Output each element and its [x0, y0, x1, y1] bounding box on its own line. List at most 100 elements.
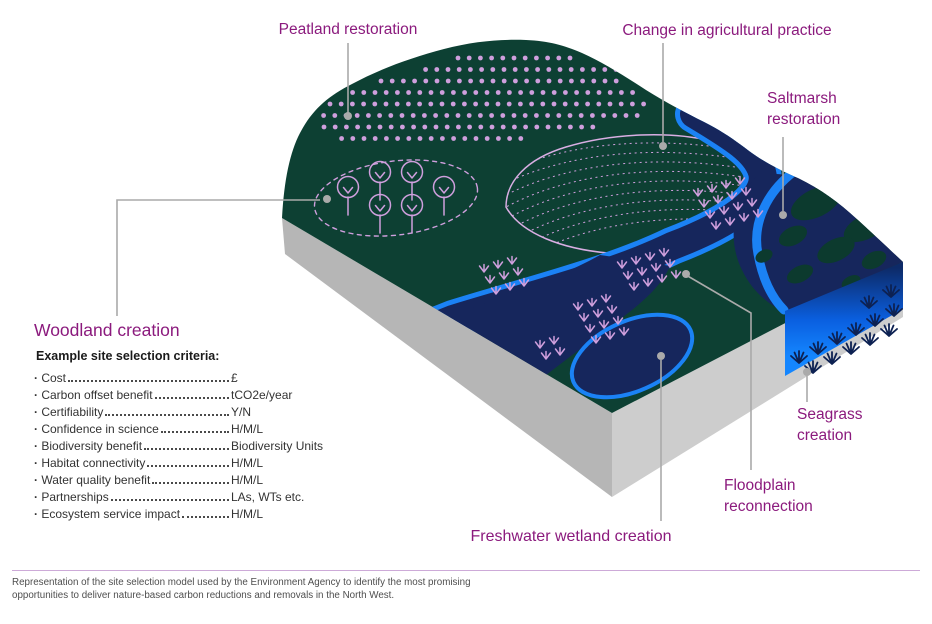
peat-dot-icon: [468, 78, 473, 84]
footer-caption: Representation of the site selection mod…: [12, 577, 471, 601]
peat-dot-icon: [462, 136, 468, 141]
leader-dot-icon: [323, 195, 331, 203]
sea-face: [785, 262, 903, 376]
peat-dot-icon: [473, 90, 479, 95]
peat-dot-icon: [478, 124, 484, 130]
peat-dot-icon: [607, 90, 613, 95]
peat-dot-icon: [372, 136, 378, 141]
peat-dot-icon: [378, 78, 384, 84]
leader-lines: [116, 43, 811, 521]
peat-dot-icon: [618, 101, 624, 107]
criteria-value: H/M/L: [231, 507, 264, 521]
peat-dot-icon: [366, 113, 371, 118]
criteria-label: Certifiability: [34, 405, 103, 419]
peat-dot-icon: [513, 78, 518, 84]
peat-dot-icon: [350, 136, 356, 141]
peat-dot-icon: [455, 113, 461, 118]
label-floodplain-reconnection: Floodplain reconnection: [724, 477, 813, 515]
peat-dot-icon: [496, 136, 501, 141]
label-change-in-agricultural-practice: Change in agricultural practice: [622, 22, 832, 39]
peat-dot-icon: [619, 90, 624, 95]
peat-dot-icon: [613, 67, 619, 72]
peat-dot-icon: [630, 101, 635, 107]
peat-dot-icon: [439, 101, 445, 107]
peat-dot-icon: [580, 67, 585, 72]
peat-dot-icon: [400, 124, 405, 130]
peat-dot-icon: [591, 78, 597, 84]
label-peatland-restoration: Peatland restoration: [278, 21, 418, 38]
criteria-label: Water quality benefit: [34, 473, 150, 487]
leader-dot-icon: [779, 211, 787, 219]
peat-dot-icon: [607, 101, 613, 107]
peat-dot-icon: [439, 90, 445, 95]
block-left-face: [282, 218, 612, 497]
peat-dot-icon: [518, 136, 524, 141]
peat-dot-icon: [406, 101, 411, 107]
peat-dot-icon: [540, 101, 546, 107]
peat-dot-icon: [641, 101, 646, 107]
peat-dot-icon: [567, 55, 573, 61]
peat-dot-icon: [321, 124, 327, 130]
peat-dot-icon: [563, 90, 568, 95]
peat-dot-icon: [540, 90, 546, 95]
peat-dot-icon: [332, 124, 338, 130]
peat-dot-icon: [321, 113, 326, 118]
peat-dot-icon: [389, 78, 395, 84]
peat-dot-icon: [417, 136, 423, 141]
woodland-area: [313, 159, 479, 237]
peat-dot-icon: [388, 113, 394, 118]
peat-dot-icon: [524, 67, 529, 72]
peat-dot-icon: [524, 78, 529, 84]
peatland-dots: [321, 55, 646, 141]
peat-dot-icon: [557, 78, 563, 84]
footer-divider: [12, 570, 920, 571]
criteria-value: Biodiversity Units: [231, 439, 324, 453]
peat-dot-icon: [433, 113, 438, 118]
dotted-leader: [182, 516, 229, 518]
peat-dot-icon: [478, 113, 483, 118]
peat-dot-icon: [361, 136, 367, 141]
peat-dot-icon: [500, 113, 506, 118]
peat-dot-icon: [518, 90, 523, 95]
peat-dot-icon: [546, 67, 552, 72]
peat-dot-icon: [478, 55, 483, 61]
criteria-list: Cost£Carbon offset benefittCO2e/yearCert…: [34, 368, 374, 521]
peat-dot-icon: [350, 101, 355, 107]
peat-dot-icon: [545, 55, 550, 61]
peat-dot-icon: [444, 124, 450, 130]
peat-dot-icon: [440, 136, 445, 141]
peat-dot-icon: [383, 101, 389, 107]
peat-dot-icon: [568, 67, 574, 72]
peat-dot-icon: [562, 101, 568, 107]
dotted-leader: [152, 482, 229, 484]
peat-dot-icon: [569, 78, 574, 84]
peat-dot-icon: [462, 90, 467, 95]
peat-dot-icon: [534, 113, 539, 118]
criteria-label: Confidence in science: [34, 422, 158, 436]
peat-dot-icon: [630, 90, 635, 95]
peat-dot-icon: [479, 78, 485, 84]
criteria-label: Habitat connectivity: [34, 456, 145, 470]
peat-dot-icon: [412, 78, 417, 84]
peat-dot-icon: [417, 101, 422, 107]
dotted-leader: [110, 499, 229, 501]
peat-dot-icon: [383, 90, 389, 95]
peat-dot-icon: [634, 113, 640, 118]
label-woodland-creation: Woodland creation: [34, 320, 180, 340]
peat-dot-icon: [428, 136, 434, 141]
criteria-row: Cost£: [34, 368, 374, 385]
leader-dot-icon: [344, 112, 352, 120]
peat-dot-icon: [455, 55, 461, 61]
peat-dot-icon: [489, 55, 494, 61]
peat-dot-icon: [495, 101, 501, 107]
peat-dot-icon: [406, 136, 412, 141]
land-surface: [282, 39, 903, 414]
peat-dot-icon: [406, 90, 411, 95]
peat-dot-icon: [445, 67, 451, 72]
criteria-value: H/M/L: [231, 473, 264, 487]
